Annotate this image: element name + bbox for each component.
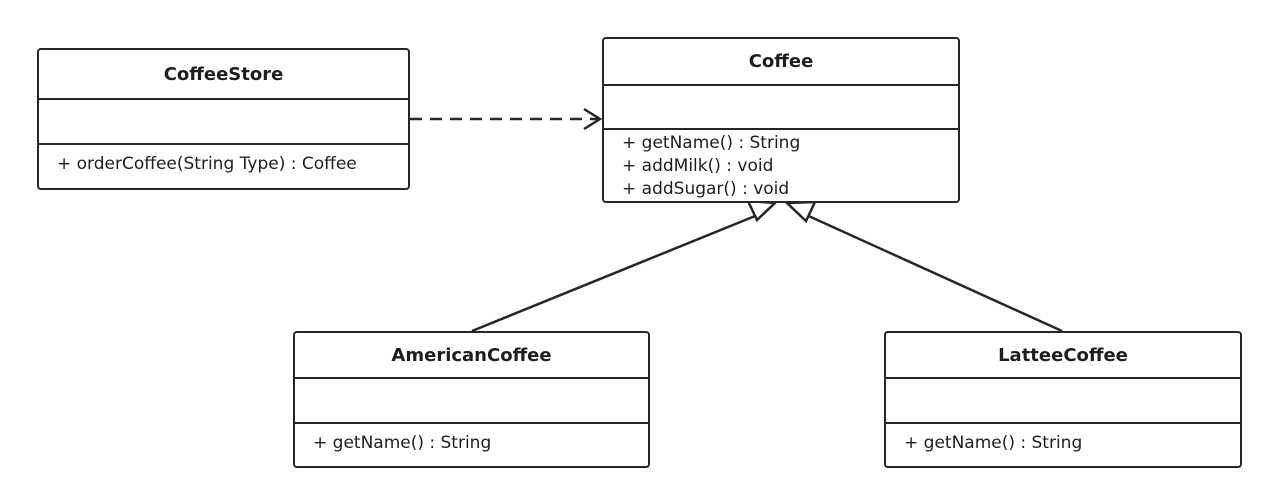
operations-compartment: + orderCoffee(String Type) : Coffee xyxy=(39,145,408,175)
attributes-compartment xyxy=(604,86,958,130)
operation: + addSugar() : void xyxy=(622,179,790,199)
operation: + orderCoffee(String Type) : Coffee xyxy=(57,154,357,174)
class-americancoffee[interactable]: AmericanCoffee + getName() : String xyxy=(293,331,650,468)
operations-compartment: + getName() : String + addMilk() : void … xyxy=(604,130,958,201)
operation: + getName() : String xyxy=(904,433,1083,453)
class-name: AmericanCoffee xyxy=(295,333,648,379)
attributes-compartment xyxy=(886,379,1240,424)
class-coffeestore[interactable]: CoffeeStore + orderCoffee(String Type) :… xyxy=(37,48,410,190)
operations-compartment: + getName() : String xyxy=(886,424,1240,454)
operations-compartment: + getName() : String xyxy=(295,424,648,454)
class-latteecoffee[interactable]: LatteeCoffee + getName() : String xyxy=(884,331,1242,468)
operation: + getName() : String xyxy=(622,133,801,153)
class-name: CoffeeStore xyxy=(39,50,408,100)
class-name: LatteeCoffee xyxy=(886,333,1240,379)
class-coffee[interactable]: Coffee + getName() : String + addMilk() … xyxy=(602,37,960,203)
generalization-americancoffee-to-coffee[interactable] xyxy=(471,199,778,333)
operation: + getName() : String xyxy=(313,433,492,453)
operation: + addMilk() : void xyxy=(622,156,774,176)
generalization-latteecoffee-to-coffee[interactable] xyxy=(783,200,1063,333)
attributes-compartment xyxy=(295,379,648,424)
dependency-coffeestore-to-coffee[interactable] xyxy=(410,107,603,131)
attributes-compartment xyxy=(39,100,408,145)
class-name: Coffee xyxy=(604,39,958,86)
